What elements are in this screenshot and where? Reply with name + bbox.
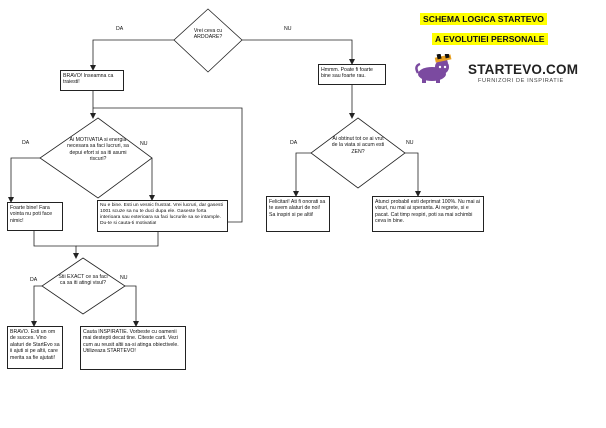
box-felicitari: Felicitari! Ati fi onorati sa te avem al…: [266, 196, 330, 232]
label-nu-zen: NU: [406, 140, 414, 146]
box-nu-e-bine: Nu e bine. Esti un vesnic frustrat. Vrei…: [97, 200, 228, 232]
decision-zen-shape: [310, 117, 406, 189]
decision-stii-exact-shape: [41, 257, 126, 315]
box-hmmm: Hmmm. Poate fi foarte bine sau foarte ra…: [318, 64, 386, 85]
label-da-motivatie: DA: [22, 140, 30, 146]
box-bravo-traiesti: BRAVO! Inseamna ca traiesti!: [60, 70, 124, 91]
decision-stii-exact: Stii EXACT ce sa faci ca sa iti atingi v…: [58, 274, 108, 287]
brand-name: STARTEVO.COM: [468, 62, 579, 77]
decision-ardoare-shape: [173, 8, 243, 73]
decision-motivatie-shape: [39, 117, 153, 199]
decision-zen: Ai obtinut tot ce ai vrut de la viata si…: [331, 136, 385, 155]
decision-ardoare: Vrei ceva cu ARDOARE?: [193, 28, 223, 41]
label-nu-motivatie: NU: [140, 141, 148, 147]
schema-title-line1: SCHEMA LOGICA STARTEVO: [420, 13, 547, 25]
brand-tagline: FURNIZORI DE INSPIRATIE: [478, 78, 564, 84]
decision-motivatie: Ai MOTIVATIA si energia necesara sa faci…: [67, 137, 129, 163]
box-cauta-inspiratie: Cauta INSPIRATIE. Vorbeste cu oamenii ma…: [80, 326, 186, 370]
startevo-cat-logo-icon: [415, 54, 452, 83]
label-da-stii: DA: [30, 277, 38, 283]
label-nu-stii: NU: [120, 275, 128, 281]
box-deprimat: Atunci probabil esti deprimat 100%. Nu m…: [372, 196, 484, 232]
box-foarte-bine: Foarte bine! Fara vointa nu poti face ni…: [7, 202, 63, 231]
label-da-ardoare: DA: [116, 26, 124, 32]
box-om-de-succes: BRAVO. Esti un om de succes. Vino alatur…: [7, 326, 63, 369]
label-da-zen: DA: [290, 140, 298, 146]
label-nu-ardoare: NU: [284, 26, 292, 32]
schema-title-line2: A EVOLUTIEI PERSONALE: [432, 33, 548, 45]
